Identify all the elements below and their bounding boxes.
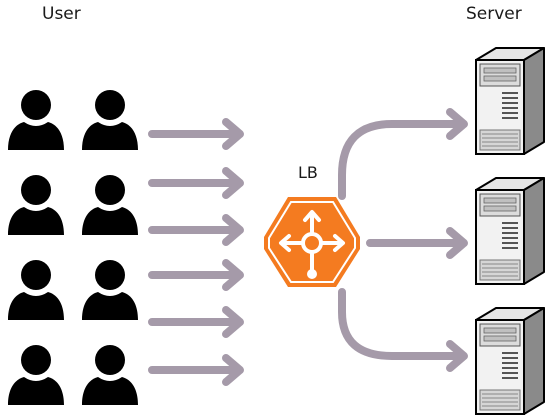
person-icon bbox=[8, 90, 64, 150]
person-icon bbox=[82, 260, 138, 320]
load-balancer-hexagon-icon bbox=[264, 197, 360, 287]
outgoing-arrow bbox=[366, 227, 468, 259]
person-icon bbox=[8, 345, 64, 405]
server-heading: Server bbox=[466, 4, 522, 24]
person-icon bbox=[82, 90, 138, 150]
incoming-arrow bbox=[148, 259, 244, 291]
lb-arrow bbox=[320, 234, 345, 252]
users-group bbox=[8, 90, 138, 405]
lb-arrow bbox=[279, 234, 304, 252]
incoming-arrow bbox=[148, 214, 244, 246]
outgoing-arrow bbox=[338, 288, 468, 372]
user-heading: User bbox=[42, 4, 81, 24]
lb-bottom-dot bbox=[307, 269, 317, 279]
servers-group bbox=[475, 47, 545, 415]
incoming-arrow bbox=[148, 167, 244, 199]
incoming-arrow bbox=[148, 306, 244, 338]
person-icon bbox=[8, 260, 64, 320]
lb-hexagon-body bbox=[264, 197, 360, 287]
outgoing-arrow bbox=[338, 108, 468, 200]
server-tower-icon bbox=[475, 307, 545, 415]
outgoing-arrows bbox=[338, 108, 468, 372]
lb-arrow bbox=[303, 210, 321, 235]
person-icon bbox=[8, 175, 64, 235]
server-tower-icon bbox=[475, 47, 545, 155]
incoming-arrow bbox=[148, 118, 244, 150]
lb-label: LB bbox=[298, 163, 318, 182]
incoming-arrows bbox=[148, 118, 244, 386]
lb-hexagon-outline bbox=[268, 201, 356, 283]
person-icon bbox=[82, 345, 138, 405]
server-tower-icon bbox=[475, 177, 545, 285]
person-icon bbox=[82, 175, 138, 235]
incoming-arrow bbox=[148, 354, 244, 386]
